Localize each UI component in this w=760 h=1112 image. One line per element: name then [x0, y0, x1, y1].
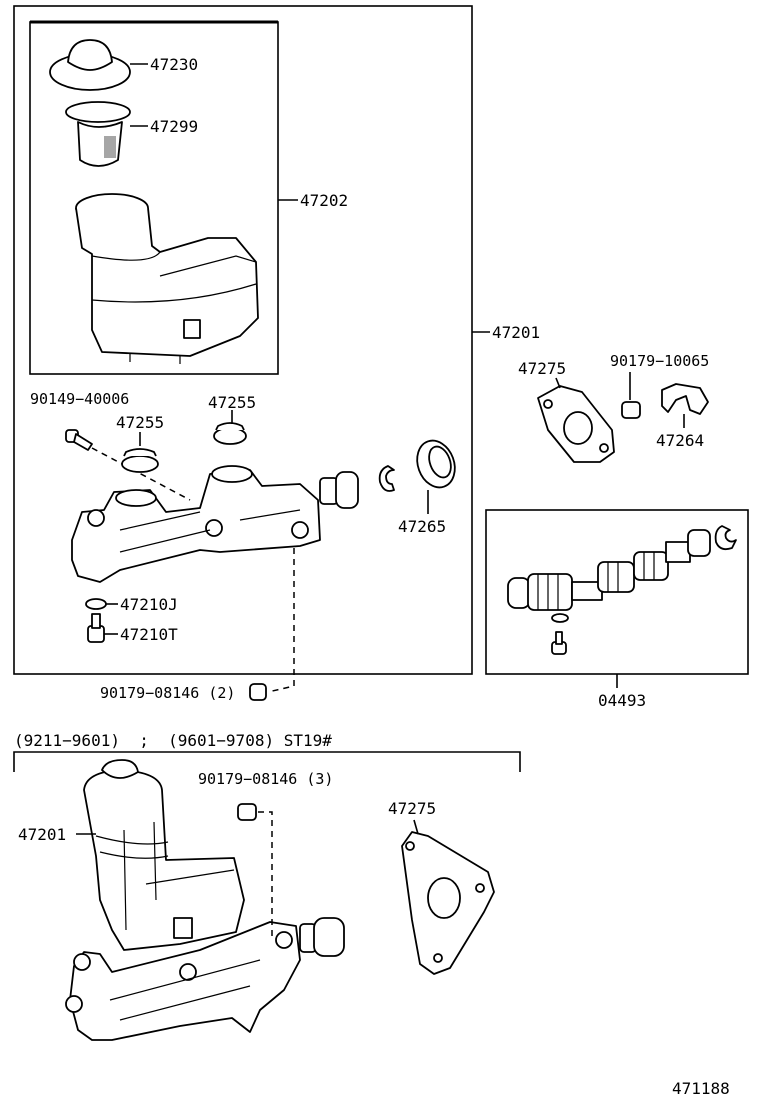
bolt-icon: [65, 429, 93, 451]
master-cylinder-frame: [13, 5, 473, 675]
label-04493: 04493: [598, 691, 646, 710]
label-47255-left: 47255: [116, 413, 164, 432]
label-47210j: 47210J: [120, 595, 178, 614]
grommet-left-icon: [121, 448, 159, 473]
strainer-icon: [65, 101, 131, 167]
label-90179-08146-2: 90179−08146 (2): [100, 684, 235, 702]
grommet-right-icon: [213, 422, 247, 445]
seal-icon: [416, 439, 456, 489]
nut-small-icon: [621, 401, 641, 419]
label-90179-08146-3: 90179−08146 (3): [198, 770, 333, 788]
label-47275-top: 47275: [518, 359, 566, 378]
label-47265: 47265: [398, 517, 446, 536]
nut-lower-icon: [237, 803, 257, 821]
reservoir-tank-icon: [75, 193, 259, 364]
gasket-bottom-icon: [401, 831, 495, 975]
reservoir-cap-icon: [49, 39, 131, 91]
nut-icon: [249, 683, 267, 701]
label-47201-top: 47201: [492, 323, 540, 342]
label-47201-bottom: 47201: [18, 825, 66, 844]
kit-washer-icon: [551, 613, 569, 623]
bleeder-fitting-icon: [87, 613, 105, 643]
label-47299: 47299: [150, 117, 198, 136]
label-47255-right: 47255: [208, 393, 256, 412]
master-cylinder-body-icon: [71, 465, 359, 583]
label-47230: 47230: [150, 55, 198, 74]
kit-fitting-icon: [551, 631, 567, 655]
variant-label: (9211−9601) ; (9601−9708) ST19#: [14, 731, 332, 750]
label-90179-10065: 90179−10065: [610, 352, 709, 370]
label-47202: 47202: [300, 191, 348, 210]
washer-icon: [85, 598, 107, 610]
piston-kit-icon: [507, 525, 737, 611]
variant-bracket-line: [13, 751, 521, 772]
gasket-top-icon: [537, 385, 615, 463]
label-90149-40006: 90149−40006: [30, 390, 129, 408]
label-47275-bottom: 47275: [388, 799, 436, 818]
master-cylinder-assembly-icon: [65, 759, 345, 1041]
figure-code: 471188: [672, 1079, 730, 1098]
bracket-icon: [661, 383, 709, 415]
label-47210t: 47210T: [120, 625, 178, 644]
label-47264: 47264: [656, 431, 704, 450]
snap-ring-icon: [378, 465, 395, 492]
